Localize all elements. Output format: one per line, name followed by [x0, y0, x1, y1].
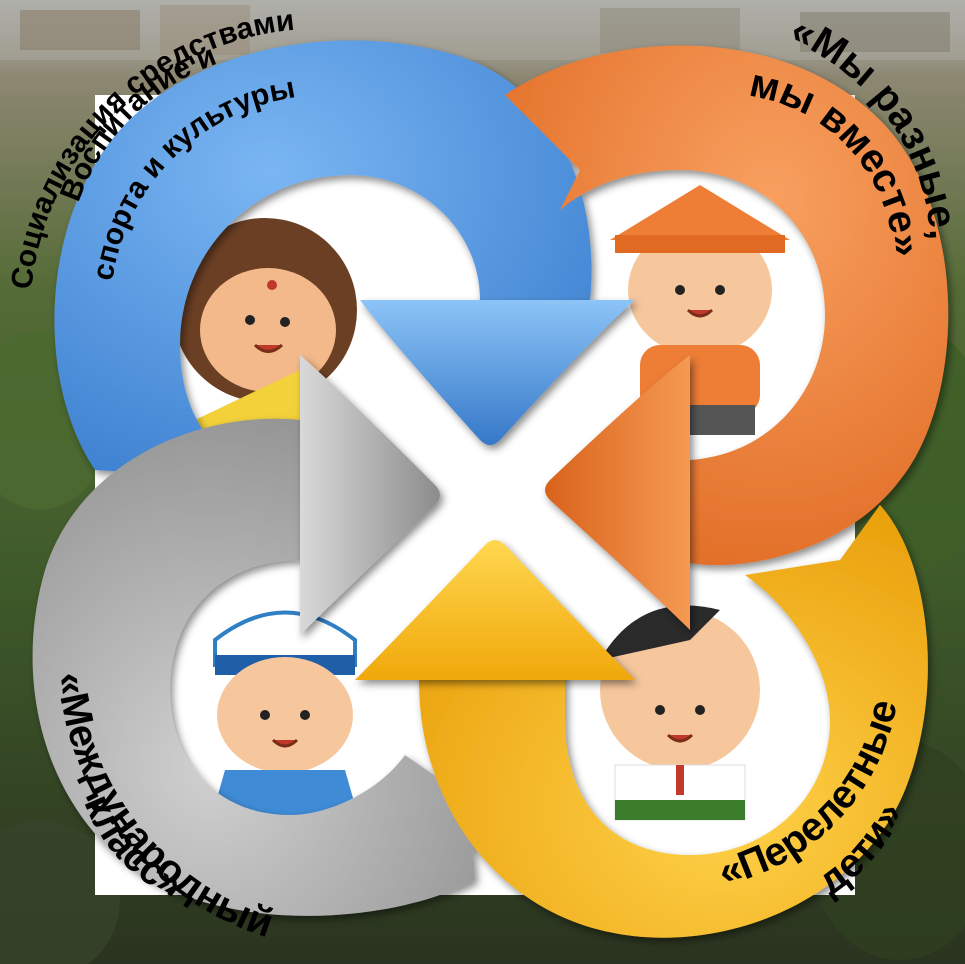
- girl-figure: [173, 218, 357, 440]
- orange-arrow-triangle: [545, 355, 690, 630]
- yellow-arrow-triangle: [355, 540, 635, 680]
- boy-round-figure: [600, 605, 760, 821]
- yellow-segment-ring: [419, 505, 928, 938]
- blue-arrow-triangle: [360, 300, 635, 445]
- orange-segment-ring: [505, 45, 949, 566]
- gray-segment-ring: [32, 418, 476, 916]
- blue-segment-ring: [54, 40, 592, 481]
- gray-arrow-triangle: [300, 355, 440, 635]
